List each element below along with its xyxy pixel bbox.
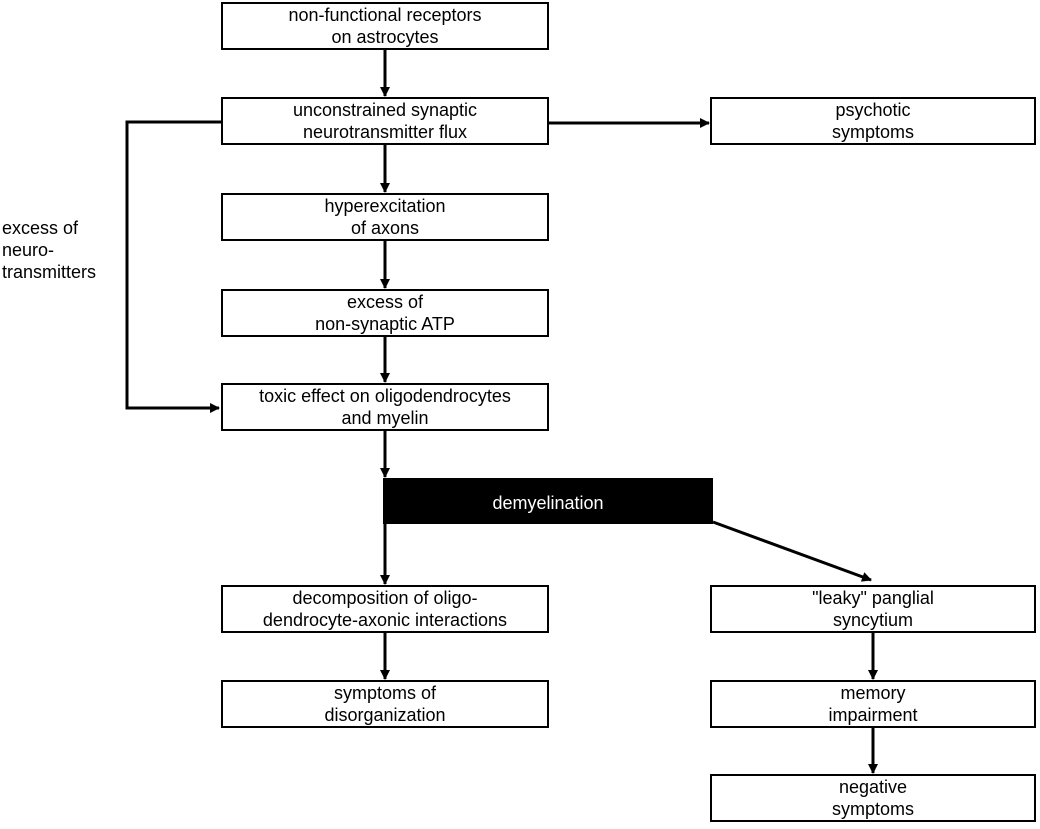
node-toxic: toxic effect on oligodendrocytes and mye… xyxy=(221,383,549,431)
edge-flux-to-toxic xyxy=(125,120,221,413)
node-atp: excess of non-synaptic ATP xyxy=(221,289,549,337)
node-flux: unconstrained synaptic neurotransmitter … xyxy=(221,97,549,145)
node-hyperexcitation: hyperexcitation of axons xyxy=(221,193,549,241)
node-receptors-label: non-functional receptors on astrocytes xyxy=(288,5,482,47)
node-flux-label: unconstrained synaptic neurotransmitter … xyxy=(292,100,478,142)
node-memory-label: memory impairment xyxy=(828,683,918,725)
node-disorganization-label: symptoms of disorganization xyxy=(324,683,446,725)
node-atp-label: excess of non-synaptic ATP xyxy=(315,292,455,334)
node-psychotic-label: psychotic symptoms xyxy=(831,100,914,142)
node-negative-label: negative symptoms xyxy=(831,777,914,819)
node-decomposition: decomposition of oligo- dendrocyte-axoni… xyxy=(221,585,549,633)
node-demyelination: demyelination xyxy=(383,478,713,524)
node-receptors: non-functional receptors on astrocytes xyxy=(221,2,549,50)
node-demyelination-label: demyelination xyxy=(492,493,604,513)
node-leaky: "leaky" panglial syncytium xyxy=(710,585,1036,633)
node-negative: negative symptoms xyxy=(710,774,1036,822)
edge-demyelination-to-leaky xyxy=(712,520,872,582)
node-toxic-label: toxic effect on oligodendrocytes and mye… xyxy=(259,386,511,428)
node-psychotic: psychotic symptoms xyxy=(710,97,1036,145)
node-decomposition-label: decomposition of oligo- dendrocyte-axoni… xyxy=(262,588,508,630)
node-leaky-label: "leaky" panglial syncytium xyxy=(812,588,934,630)
node-memory: memory impairment xyxy=(710,680,1036,728)
edge-label-excess-neurotransmitters: excess of neuro- transmitters xyxy=(2,218,97,282)
node-hyperexcitation-label: hyperexcitation of axons xyxy=(324,196,446,238)
node-disorganization: symptoms of disorganization xyxy=(221,680,549,728)
